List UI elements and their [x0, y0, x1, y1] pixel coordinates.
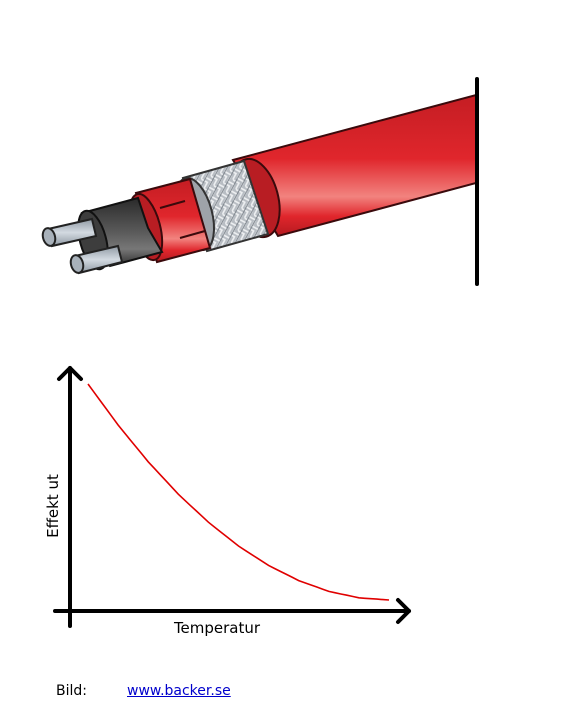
- y-axis: [57, 366, 83, 628]
- image-credit-label: Bild:: [56, 683, 87, 699]
- conductor-wires: [41, 217, 124, 275]
- y-axis-arrow: [57, 366, 83, 381]
- cable-drawing: [41, 77, 479, 286]
- x-axis-arrow: [396, 598, 411, 624]
- power-curve: [87, 383, 390, 601]
- y-axis-label: Effekt ut: [44, 474, 62, 538]
- x-axis: [53, 598, 411, 624]
- image-credit-link[interactable]: www.backer.se: [127, 683, 231, 699]
- x-axis-label: Temperatur: [173, 619, 261, 637]
- heating-cable-illustration: [41, 77, 479, 286]
